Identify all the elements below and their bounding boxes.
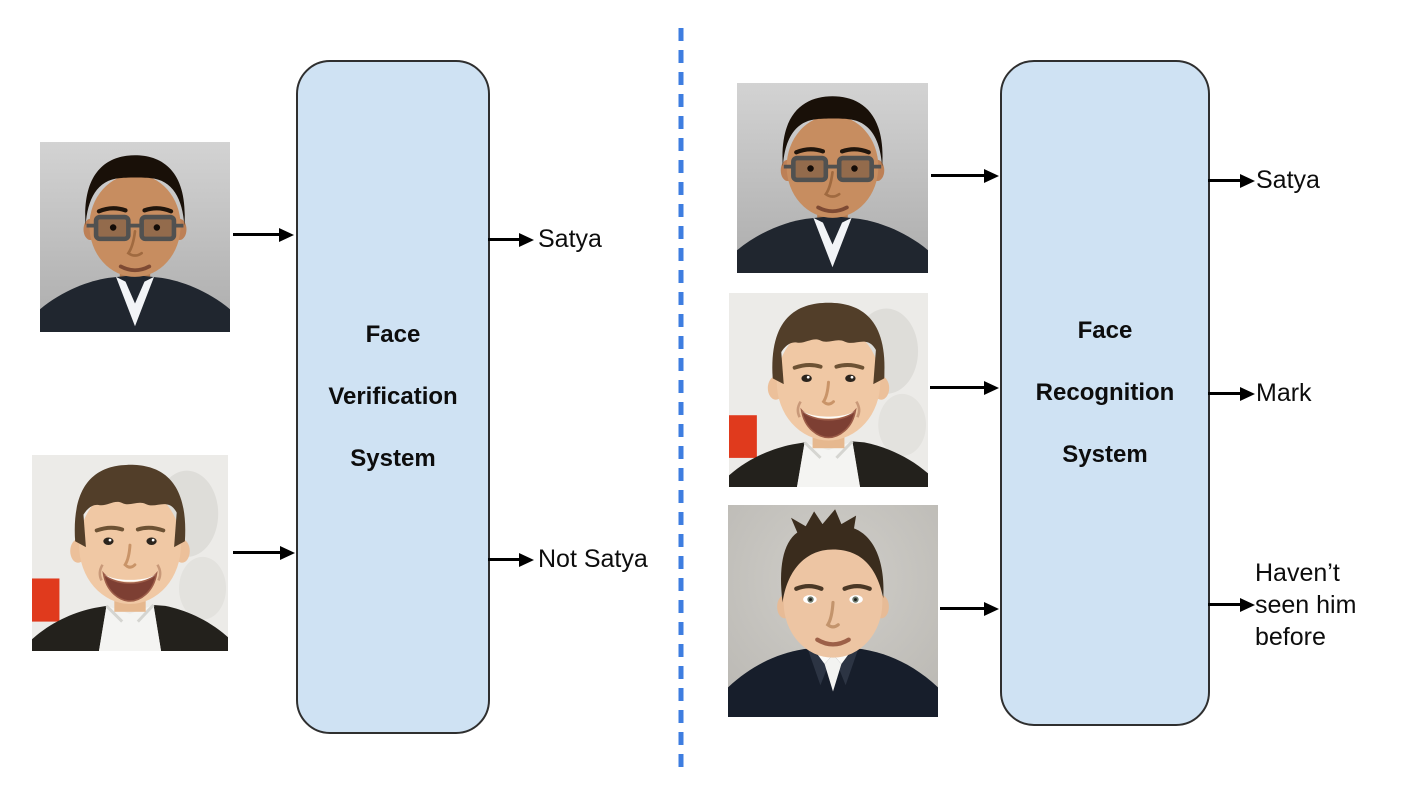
input-arrow-mark-right [930,386,984,389]
verification-box-line-3: System [350,445,436,472]
output-label-satya-right: Satya [1256,166,1320,194]
input-arrow-elon-right [940,607,984,610]
output-label-unknown-right: Haven’t seen him before [1255,559,1357,651]
output-label-not-satya-left: Not Satya [538,545,648,573]
input-photo-mark-left [32,455,228,651]
input-photo-elon-right [728,505,938,717]
output-arrow-satya-left [488,238,519,241]
output-arrow-mark-right [1208,392,1240,395]
face-recognition-box: Face Recognition System [1000,60,1210,726]
output-arrow-not-satya-left [488,558,519,561]
face-verification-box: Face Verification System [296,60,490,734]
recognition-box-line-3: System [1062,441,1148,468]
input-photo-mark-right [729,293,928,487]
divider-dashed-line [678,28,684,776]
input-photo-satya-right [737,83,928,273]
input-photo-satya-left [40,142,230,332]
verification-box-line-2: Verification [328,383,458,410]
output-arrow-unknown-right [1208,603,1240,606]
recognition-box-line-2: Recognition [1035,379,1175,406]
verification-box-line-1: Face [365,321,421,348]
recognition-box-line-1: Face [1077,317,1133,344]
output-arrow-satya-right [1208,179,1240,182]
output-label-satya-left: Satya [538,225,602,253]
input-arrow-satya-right [931,174,984,177]
output-label-mark-right: Mark [1256,379,1312,407]
input-arrow-mark-left [233,551,280,554]
input-arrow-satya-left [233,233,279,236]
